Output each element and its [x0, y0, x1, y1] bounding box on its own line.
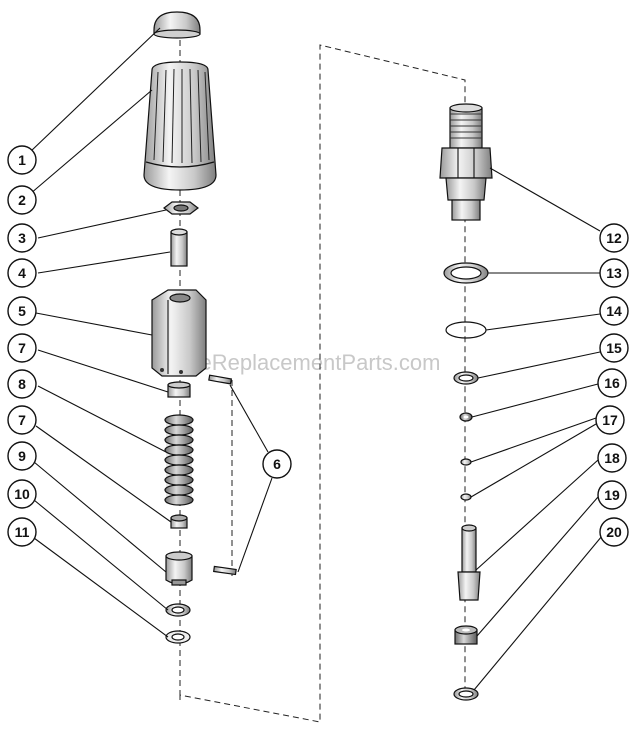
callout-16: 16: [597, 368, 627, 398]
callout-label: 3: [18, 230, 26, 246]
callout-19: 19: [597, 480, 627, 510]
callout-label: 15: [606, 340, 622, 356]
callout-label: 13: [606, 265, 622, 281]
part-cap: [153, 11, 201, 39]
callout-9: 9: [7, 441, 37, 471]
callout-7a: 7: [7, 333, 37, 363]
callout-label: 7: [18, 340, 26, 356]
callout-8: 8: [7, 369, 37, 399]
callout-17: 17: [595, 405, 625, 435]
callout-label: 14: [606, 303, 622, 319]
callout-label: 11: [15, 524, 30, 540]
part-spring: [164, 414, 194, 506]
callout-label: 9: [18, 448, 26, 464]
part-hex-body: [151, 289, 207, 377]
callout-1: 1: [7, 145, 37, 175]
callout-label: 7: [18, 412, 26, 428]
part-ring-20: [453, 687, 479, 701]
callout-6: 6: [262, 449, 292, 479]
callout-label: 10: [14, 486, 30, 502]
part-ring-15: [453, 371, 479, 385]
callouts: 1 2 3 4 5 7 8 7 9 10 11 6 12 13 14 15 16…: [7, 145, 629, 547]
callout-15: 15: [599, 333, 629, 363]
callout-label: 4: [18, 265, 26, 281]
callout-label: 12: [606, 230, 622, 246]
part-o-ring: [445, 321, 487, 339]
callout-label: 20: [606, 524, 622, 540]
part-threaded-fitting: [439, 103, 493, 221]
callout-12: 12: [599, 223, 629, 253]
callout-20: 20: [599, 517, 629, 547]
part-sleeve: [170, 228, 188, 267]
part-ring-lower: [170, 514, 188, 529]
callout-label: 1: [18, 152, 26, 168]
callout-5: 5: [7, 296, 37, 326]
callout-label: 6: [273, 456, 281, 472]
callout-label: 2: [18, 192, 26, 208]
callout-label: 17: [602, 412, 618, 428]
callout-2: 2: [7, 185, 37, 215]
callout-label: 16: [604, 375, 620, 391]
part-ring-upper: [167, 381, 191, 398]
callout-label: 8: [18, 376, 26, 392]
callout-label: 18: [604, 450, 620, 466]
callout-18: 18: [597, 443, 627, 473]
callout-13: 13: [599, 258, 629, 288]
callout-3: 3: [7, 223, 37, 253]
callout-10: 10: [7, 479, 37, 509]
callout-11: 11: [7, 517, 37, 547]
part-piston: [165, 551, 193, 586]
callout-14: 14: [599, 296, 629, 326]
part-washer-upper: [165, 603, 191, 617]
part-washer-lower: [165, 630, 191, 644]
part-valve-stem: [457, 524, 481, 601]
callout-7b: 7: [7, 405, 37, 435]
callout-label: 5: [18, 303, 26, 319]
part-ribbed-knob: [143, 61, 217, 191]
part-hex-nut: [163, 201, 199, 215]
part-large-ring: [443, 262, 489, 284]
part-seat: [454, 625, 478, 645]
part-tiny-rings: [460, 458, 472, 501]
part-small-ring: [459, 412, 473, 422]
callout-label: 19: [604, 487, 620, 503]
leader-lines: [29, 27, 603, 691]
callout-4: 4: [7, 258, 37, 288]
part-pins: [208, 374, 237, 576]
